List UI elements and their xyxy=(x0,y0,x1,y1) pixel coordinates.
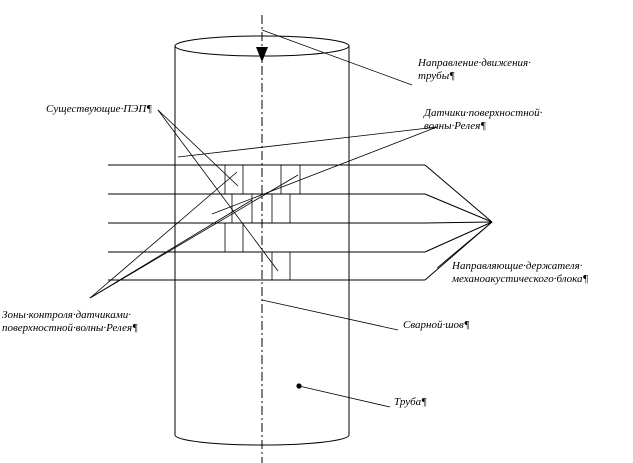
label-weld-seam: Сварной·шов¶ xyxy=(403,319,470,331)
guide-rails xyxy=(108,164,493,281)
label-direction: Направление·движения· трубы¶ xyxy=(418,57,531,83)
label-direction-line2: трубы¶ xyxy=(418,70,455,82)
label-guides-line1: Направляющие·держателя· xyxy=(452,260,583,272)
label-pipe: Труба¶ xyxy=(394,396,427,408)
label-existing-transducers: Существующие·ПЭП¶ xyxy=(46,103,153,115)
label-control-zones-line2: поверхностной·волны·Релея¶ xyxy=(2,322,138,334)
label-direction-line1: Направление·движения· xyxy=(418,57,531,69)
label-rayleigh-sensors-line1: Датчики·поверхностной· xyxy=(424,107,543,119)
label-control-zones-line1: Зоны·контроля·датчиками· xyxy=(2,309,132,321)
label-rayleigh-sensors-line2: волны·Релея¶ xyxy=(424,120,487,132)
label-control-zones: Зоны·контроля·датчиками· поверхностной·в… xyxy=(2,309,138,335)
label-rayleigh-sensors: Датчики·поверхностной· волны·Релея¶ xyxy=(424,107,542,133)
label-guides-line2: механоакустического·блока¶ xyxy=(452,273,589,285)
direction-arrow xyxy=(256,47,268,62)
label-guides: Направляющие·держателя· механоакустическ… xyxy=(452,260,588,286)
leader-lines xyxy=(89,29,493,408)
